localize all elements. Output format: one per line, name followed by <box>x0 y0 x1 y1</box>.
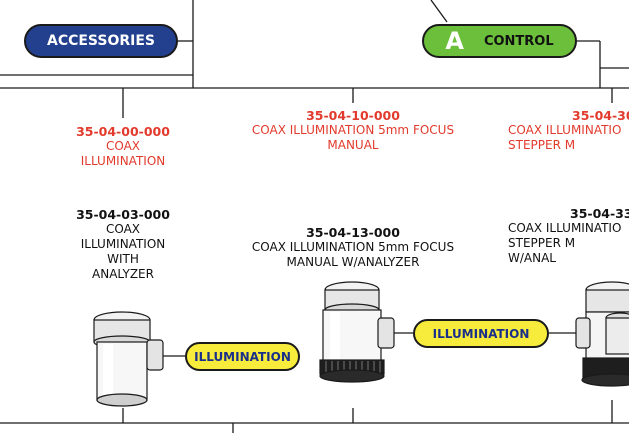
group-coax-5mm-focus-manual: 35-04-10-000 COAX ILLUMINATION 5mm FOCUS… <box>228 108 478 153</box>
group-part-number: 35-04-30 <box>572 108 629 123</box>
accessories-button[interactable]: ACCESSORIES <box>24 24 178 58</box>
product-coax-stepper-analyzer: 35-04-33 COAX ILLUMINATIO STEPPER M W/AN… <box>500 206 629 266</box>
product-image-stepper-analyzer <box>575 281 629 387</box>
product-part-number: 35-04-13-000 <box>306 225 400 240</box>
group-description: COAX ILLUMINATIO STEPPER M <box>508 123 622 152</box>
illumination-label: ILLUMINATION <box>432 326 530 341</box>
group-coax-stepper: 35-04-30 COAX ILLUMINATIO STEPPER M <box>500 108 629 153</box>
product-image-focus-manual-analyzer <box>319 281 395 383</box>
illumination-label: ILLUMINATION <box>194 349 291 364</box>
connector-line <box>430 0 448 23</box>
product-coax-5mm-focus-analyzer: 35-04-13-000 COAX ILLUMINATION 5mm FOCUS… <box>228 225 478 270</box>
group-coax-illumination: 35-04-00-000 COAX ILLUMINATION <box>70 124 176 169</box>
product-description: COAX ILLUMINATION WITH ANALYZER <box>80 222 166 281</box>
accessories-label: ACCESSORIES <box>46 33 156 49</box>
group-description: COAX ILLUMINATION <box>80 139 166 168</box>
product-part-number: 35-04-03-000 <box>76 207 170 222</box>
control-button[interactable]: A CONTROL <box>422 24 577 58</box>
illumination-button[interactable]: ILLUMINATION <box>185 342 300 371</box>
product-description: COAX ILLUMINATION 5mm FOCUS MANUAL W/ANA… <box>251 240 455 269</box>
product-coax-with-analyzer: 35-04-03-000 COAX ILLUMINATION WITH ANAL… <box>70 207 176 282</box>
product-part-number: 35-04-33 <box>570 206 629 221</box>
product-description: COAX ILLUMINATIO STEPPER M W/ANAL <box>508 221 622 265</box>
product-image-coax-analyzer <box>93 311 164 407</box>
group-description: COAX ILLUMINATION 5mm FOCUS MANUAL <box>251 123 455 152</box>
illumination-button[interactable]: ILLUMINATION <box>413 319 549 348</box>
group-part-number: 35-04-00-000 <box>76 124 170 139</box>
group-part-number: 35-04-10-000 <box>306 108 400 123</box>
control-label: CONTROL <box>483 33 554 49</box>
control-badge: A <box>445 27 464 55</box>
